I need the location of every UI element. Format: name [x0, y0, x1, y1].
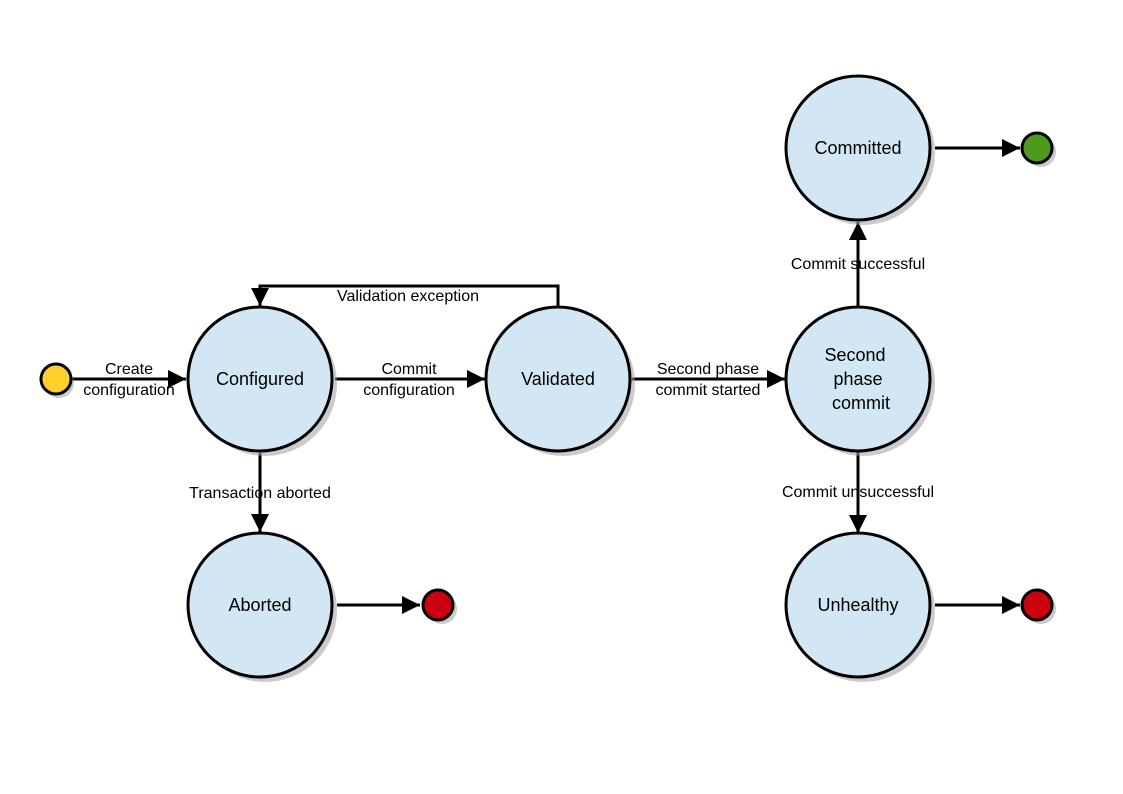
label-commit-successful: Commit successful — [791, 256, 925, 273]
final-node-aborted — [421, 588, 457, 624]
label-commit-configuration-2: configuration — [363, 382, 455, 399]
label-commit-configuration-1: Commit — [381, 361, 437, 378]
state-configured: Configured — [186, 305, 337, 456]
state-second-phase-commit: Second phase commit — [784, 305, 935, 456]
state-validated-label: Validated — [521, 369, 595, 389]
final-node-committed-dot — [1020, 131, 1054, 165]
final-node-aborted-dot — [421, 588, 455, 622]
label-create-configuration-2: configuration — [83, 382, 175, 399]
state-unhealthy-label: Unhealthy — [817, 595, 898, 615]
state-configured-label: Configured — [216, 369, 304, 389]
state-second-phase-line-3: commit — [832, 393, 890, 413]
label-commit-unsuccessful: Commit unsuccessful — [782, 484, 934, 501]
final-node-committed — [1020, 131, 1056, 167]
label-validation-exception: Validation exception — [337, 288, 479, 305]
label-create-configuration-1: Create — [105, 361, 153, 378]
initial-node-dot — [39, 362, 73, 396]
state-committed-label: Committed — [814, 138, 901, 158]
state-committed: Committed — [784, 74, 935, 225]
state-aborted: Aborted — [186, 531, 337, 682]
final-node-unhealthy — [1020, 588, 1056, 624]
label-transaction-aborted: Transaction aborted — [189, 485, 331, 502]
state-unhealthy: Unhealthy — [784, 531, 935, 682]
label-second-phase-started-2: commit started — [656, 382, 761, 399]
state-validated: Validated — [484, 305, 635, 456]
edge-validated-to-configured — [251, 284, 560, 307]
state-second-phase-line-1: Second — [824, 345, 885, 365]
initial-node — [39, 362, 74, 398]
state-aborted-label: Aborted — [228, 595, 291, 615]
state-second-phase-line-2: phase — [833, 369, 882, 389]
label-second-phase-started-1: Second phase — [657, 361, 759, 378]
final-node-unhealthy-dot — [1020, 588, 1054, 622]
